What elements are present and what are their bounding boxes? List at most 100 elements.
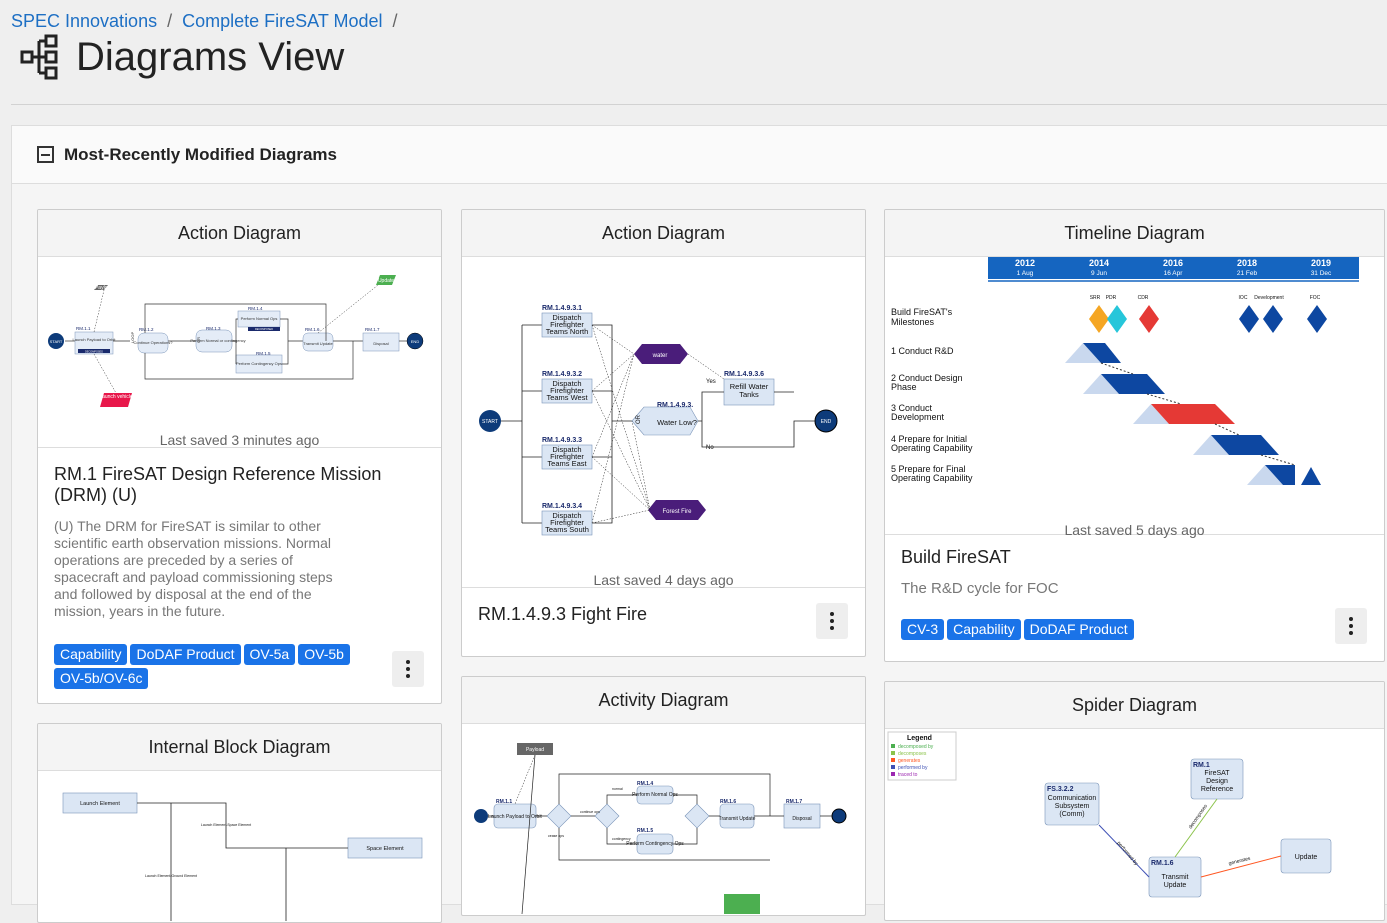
- card-menu-button[interactable]: [1335, 608, 1367, 644]
- svg-text:RM.1: RM.1: [1193, 762, 1210, 769]
- diagram-thumbnail[interactable]: Payload Update Launch vehicle START END …: [38, 257, 441, 448]
- action-diagram-preview: START END RM.1.4.9.3.1 Dispatch Firefigh…: [479, 305, 838, 536]
- svg-text:5 Prepare for Final: 5 Prepare for Final: [891, 464, 966, 474]
- svg-text:Tanks: Tanks: [739, 390, 759, 399]
- svg-text:Legend: Legend: [907, 735, 932, 742]
- diagram-icon: [20, 34, 58, 80]
- diagram-card[interactable]: Activity Diagram Payload RM.1.1 Launch P…: [461, 676, 866, 916]
- svg-text:CDR: CDR: [1138, 295, 1149, 301]
- team-north-node: RM.1.4.9.3.1 Dispatch Firefighter Teams …: [541, 305, 593, 338]
- breadcrumb: SPEC Innovations / Complete FireSAT Mode…: [11, 11, 398, 32]
- svg-text:PDR: PDR: [1106, 295, 1117, 301]
- svg-text:Design: Design: [1206, 778, 1228, 785]
- svg-text:Firefighter: Firefighter: [550, 518, 584, 527]
- tag[interactable]: Capability: [947, 619, 1021, 640]
- header-divider: [11, 104, 1387, 105]
- diagram-thumbnail[interactable]: Legend decomposed by decomposes generate…: [885, 729, 1384, 919]
- card-menu-button[interactable]: [816, 603, 848, 639]
- diagram-card[interactable]: Internal Block Diagram Launch Element Sp…: [37, 723, 442, 923]
- tag-list: Capability DoDAF Product OV-5a OV-5b OV-…: [54, 644, 374, 689]
- svg-text:Firefighter: Firefighter: [550, 386, 584, 395]
- tag[interactable]: DoDAF Product: [1023, 619, 1134, 640]
- more-vert-icon: [1349, 624, 1353, 628]
- svg-text:2012: 2012: [1015, 258, 1035, 268]
- svg-text:Continue Operations?: Continue Operations?: [134, 340, 174, 345]
- card-title[interactable]: Build FireSAT: [901, 547, 1011, 567]
- svg-text:FOC: FOC: [1310, 295, 1321, 301]
- svg-text:Development: Development: [1254, 295, 1284, 301]
- svg-text:Dispatch: Dispatch: [552, 313, 581, 322]
- svg-text:continue ops: continue ops: [580, 810, 600, 814]
- svg-text:16 Apr: 16 Apr: [1164, 270, 1184, 277]
- svg-text:2019: 2019: [1311, 258, 1331, 268]
- svg-text:Forest Fire: Forest Fire: [662, 509, 692, 515]
- card-title[interactable]: RM.1.4.9.3 Fight Fire: [478, 604, 648, 624]
- svg-text:RM.1.5: RM.1.5: [637, 828, 653, 834]
- diagram-thumbnail[interactable]: Launch Element Space Element Launch Elem…: [38, 771, 441, 921]
- svg-text:Perform Normal Ops: Perform Normal Ops: [241, 316, 278, 321]
- svg-text:Perform Normal or contingency: Perform Normal or contingency: [190, 338, 245, 343]
- collapse-icon[interactable]: [37, 146, 54, 163]
- diagram-thumbnail[interactable]: Payload RM.1.1 Launch Payload to Orbit R…: [462, 724, 865, 915]
- svg-text:RM.1.6: RM.1.6: [1151, 860, 1174, 867]
- card-menu-button[interactable]: [392, 651, 424, 687]
- svg-text:normal: normal: [612, 787, 623, 791]
- svg-text:END: END: [821, 419, 832, 425]
- breadcrumb-firesat-model[interactable]: Complete FireSAT Model: [182, 11, 383, 31]
- timeline-diagram-preview: 2012 2014 2016 2018 2019 1 Aug 9 Jun 16 …: [891, 257, 1359, 485]
- svg-text:Perform Contingency Ops: Perform Contingency Ops: [626, 841, 684, 847]
- svg-text:performed by: performed by: [898, 765, 928, 771]
- svg-text:END: END: [411, 339, 420, 344]
- svg-text:Transmit Update: Transmit Update: [719, 816, 756, 822]
- svg-text:traced to: traced to: [898, 772, 918, 778]
- svg-text:RM.1.4.9.3.: RM.1.4.9.3.: [657, 402, 693, 409]
- breadcrumb-separator: /: [167, 11, 173, 31]
- card-title[interactable]: RM.1 FireSAT Design Reference Mission (D…: [54, 464, 382, 505]
- card-type: Activity Diagram: [462, 677, 865, 724]
- action-diagram-preview: Payload Update Launch vehicle START END …: [48, 275, 424, 407]
- svg-text:Water Low?: Water Low?: [657, 418, 697, 427]
- svg-text:water: water: [652, 353, 668, 359]
- svg-text:Communication: Communication: [1048, 795, 1097, 802]
- tag[interactable]: DoDAF Product: [130, 644, 241, 665]
- svg-text:Transmit: Transmit: [1162, 874, 1189, 881]
- svg-text:2018: 2018: [1237, 258, 1257, 268]
- svg-text:Disposal: Disposal: [792, 816, 811, 822]
- card-type: Internal Block Diagram: [38, 724, 441, 771]
- svg-text:decomposes: decomposes: [1188, 803, 1209, 830]
- diagram-card[interactable]: Action Diagram START END RM.1.4.9.3.1 Di…: [461, 209, 866, 657]
- svg-text:RM.1.4.9.3.6: RM.1.4.9.3.6: [724, 371, 764, 378]
- svg-text:Update: Update: [1295, 854, 1318, 861]
- svg-text:Payload: Payload: [526, 747, 544, 753]
- diagram-card[interactable]: Timeline Diagram 2012 2014 2016 2018 201…: [884, 209, 1385, 662]
- spider-diagram-preview: Legend decomposed by decomposes generate…: [887, 731, 1332, 898]
- payload-shape: [94, 285, 108, 290]
- tag[interactable]: OV-5a: [243, 644, 296, 665]
- diagram-thumbnail[interactable]: 2012 2014 2016 2018 2019 1 Aug 9 Jun 16 …: [885, 257, 1384, 538]
- breadcrumb-spec-innovations[interactable]: SPEC Innovations: [11, 11, 158, 31]
- diagram-thumbnail[interactable]: START END RM.1.4.9.3.1 Dispatch Firefigh…: [462, 257, 865, 588]
- svg-text:RM.1.3: RM.1.3: [206, 326, 221, 331]
- svg-text:Firefighter: Firefighter: [550, 320, 584, 329]
- card-description: The R&D cycle for FOC: [901, 580, 1059, 597]
- tag[interactable]: OV-5b/OV-6c: [54, 668, 149, 689]
- svg-text:Perform Contingency Ops: Perform Contingency Ops: [236, 361, 282, 366]
- last-saved: Last saved 4 days ago: [593, 572, 734, 588]
- svg-text:OR: OR: [636, 414, 642, 424]
- tag[interactable]: Capability: [54, 644, 128, 665]
- svg-text:OR: OR: [196, 337, 201, 343]
- svg-text:FS.3.2.2: FS.3.2.2: [1047, 786, 1074, 793]
- svg-text:Teams North: Teams North: [546, 327, 589, 336]
- tag[interactable]: OV-5b: [298, 644, 350, 665]
- last-saved: Last saved 3 minutes ago: [159, 432, 320, 448]
- svg-text:RM.1.6: RM.1.6: [305, 327, 320, 332]
- svg-text:Development: Development: [891, 412, 945, 422]
- tag[interactable]: CV-3: [901, 619, 945, 640]
- svg-text:Firefighter: Firefighter: [550, 452, 584, 461]
- diagram-card[interactable]: Spider Diagram Legend decomposed by deco…: [884, 681, 1385, 921]
- svg-text:Payload: Payload: [95, 285, 113, 291]
- diagram-card[interactable]: Action Diagram Payload Update Launch veh…: [37, 209, 442, 704]
- svg-text:LOOP: LOOP: [130, 332, 135, 343]
- panel-title: Most-Recently Modified Diagrams: [64, 144, 337, 164]
- card-body: RM.1 FireSAT Design Reference Mission (D…: [38, 447, 441, 703]
